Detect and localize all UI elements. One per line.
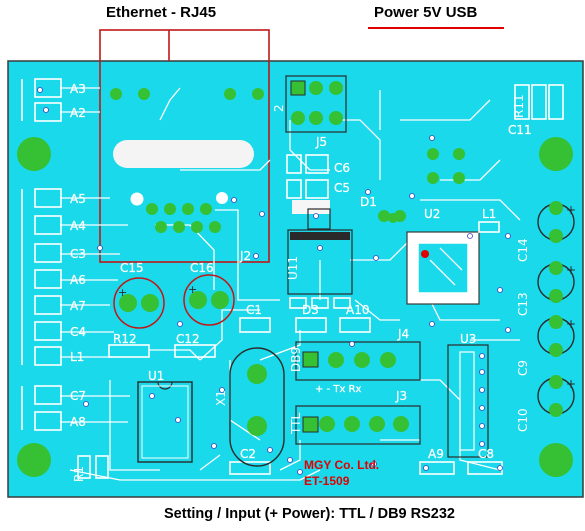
board-model: ET-1509 xyxy=(304,474,350,488)
label-r12: R12 xyxy=(113,332,137,346)
u1-chip xyxy=(137,381,193,463)
power-caption-underline xyxy=(368,27,504,29)
label-c5: C5 xyxy=(334,181,350,195)
label-c14: C14 xyxy=(516,238,530,262)
svg-text:+: + xyxy=(566,263,576,277)
label-a2: A2 xyxy=(70,106,86,120)
c15-c16-caps: + + xyxy=(113,274,235,329)
label-u2: U2 xyxy=(424,207,440,221)
c6-c5-pads xyxy=(286,154,330,214)
power-caption: Power 5V USB xyxy=(374,4,478,21)
j2-pins xyxy=(110,88,264,233)
l1-pads xyxy=(478,221,500,233)
label-a8: A8 xyxy=(70,415,86,429)
traces xyxy=(60,87,521,481)
label-j5: J5 xyxy=(315,135,327,149)
label-r11: R11 xyxy=(512,94,526,118)
label-l1-right: L1 xyxy=(482,207,496,221)
vias xyxy=(37,87,511,475)
r11-pads xyxy=(514,84,564,120)
label-c3: C3 xyxy=(70,247,86,261)
label-c6: C6 xyxy=(334,161,350,175)
svg-text:+: + xyxy=(118,286,127,299)
svg-text:+: + xyxy=(566,203,576,217)
svg-text:+: + xyxy=(566,377,576,391)
label-c2: C2 xyxy=(240,447,256,461)
label-c8: C8 xyxy=(478,447,494,461)
label-c4: C4 xyxy=(70,325,86,339)
u3-chip xyxy=(447,344,489,458)
label-a6: A6 xyxy=(70,273,86,287)
label-c16: C16 xyxy=(190,261,214,275)
label-c15: C15 xyxy=(120,261,144,275)
label-c11: C11 xyxy=(508,123,532,137)
rj45-holes xyxy=(113,140,254,206)
label-c10: C10 xyxy=(516,408,530,432)
component-labels: A3 A2 A5 A4 C3 A6 A7 C4 L1 C7 A8 R1 R11 … xyxy=(70,82,532,482)
right-electrolytic-caps: + + + + xyxy=(537,201,576,417)
label-a3: A3 xyxy=(70,82,86,96)
svg-text:+: + xyxy=(188,283,197,296)
j4-db9-header xyxy=(295,341,421,381)
u2-chip xyxy=(406,231,480,305)
u11-regulator xyxy=(287,208,353,309)
label-db9: DB9 xyxy=(289,347,303,372)
label-ttl: TTL xyxy=(289,413,303,435)
j5-header xyxy=(285,75,347,133)
x1-crystal xyxy=(229,347,285,467)
label-a4: A4 xyxy=(70,219,86,233)
label-a7: A7 xyxy=(70,299,86,313)
label-u11: U11 xyxy=(286,256,300,280)
bottom-caption: Setting / Input (+ Power): TTL / DB9 RS2… xyxy=(164,506,455,522)
label-l1: L1 xyxy=(70,350,84,364)
label-j3: J3 xyxy=(395,389,407,403)
label-x1: X1 xyxy=(214,390,228,406)
small-smd-pads xyxy=(77,317,503,479)
label-a9: A9 xyxy=(428,447,444,461)
ethernet-caption: Ethernet - RJ45 xyxy=(106,4,217,21)
label-c13: C13 xyxy=(516,292,530,316)
label-d1: D1 xyxy=(360,195,377,209)
rj45-outline xyxy=(99,29,270,263)
label-c9: C9 xyxy=(516,360,530,376)
label-u3: U3 xyxy=(460,332,476,346)
label-j4: J4 xyxy=(397,327,409,341)
svg-text:+: + xyxy=(566,317,576,331)
j3-ttl-header xyxy=(295,405,421,445)
label-a5: A5 xyxy=(70,192,86,206)
label-j5-pin: 2 xyxy=(272,104,286,112)
label-u1: U1 xyxy=(148,369,164,383)
label-c7: C7 xyxy=(70,389,86,403)
label-pin-functions: + - Tx Rx xyxy=(315,384,361,395)
label-c1: C1 xyxy=(246,303,262,317)
label-d3: D3 xyxy=(302,303,319,317)
maker-name: MGY Co. Ltd. xyxy=(304,458,379,472)
label-r1: R1 xyxy=(72,466,86,482)
label-j2: J2 xyxy=(239,249,251,263)
label-a10: A10 xyxy=(346,303,369,317)
mounting-holes xyxy=(17,137,573,477)
label-c12: C12 xyxy=(176,332,200,346)
d1-led xyxy=(378,210,406,222)
left-resistor-pads xyxy=(21,78,62,431)
